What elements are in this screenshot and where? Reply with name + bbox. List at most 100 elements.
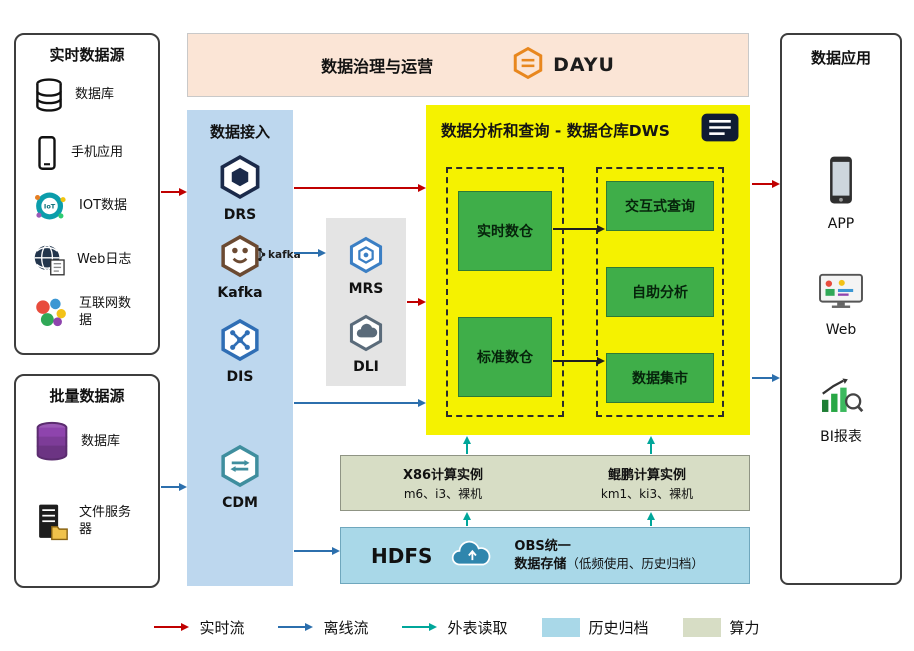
- web-monitor-icon: [818, 273, 864, 315]
- x86-compute-subtitle: m6、i3、裸机: [403, 487, 483, 501]
- database-stack-icon: [32, 420, 72, 464]
- source-item-batch-database: 数据库: [32, 420, 158, 464]
- source-item-label: 互联网数据: [79, 296, 132, 328]
- app-item-web: Web: [782, 273, 900, 338]
- source-item-label: 数据库: [75, 86, 115, 102]
- legend-item-history-archive: 历史归档: [541, 617, 649, 638]
- data-access-title: 数据接入: [209, 123, 270, 141]
- source-item-mobile-app: 手机应用: [32, 135, 158, 171]
- legend-item-external-read: 外表读取: [402, 617, 508, 638]
- legend-label: 算力: [729, 619, 760, 637]
- arrow-mrs-to-dws: [407, 301, 418, 304]
- kafka-icon: [218, 234, 262, 282]
- governance-title: 数据治理与运营: [321, 57, 434, 76]
- legend-label: 离线流: [323, 619, 369, 637]
- arrow-standard-warehouse-to-data-mart: [553, 360, 597, 363]
- dli-item: DLI: [326, 314, 406, 375]
- legend-item-compute-power: 算力: [682, 617, 760, 638]
- obs-text-block: OBS统一 数据存储（低频使用、历史归档）: [514, 538, 704, 573]
- arrow-realtime-sources-to-access: [161, 191, 179, 194]
- dws-title: 数据分析和查询 - 数据仓库DWS: [441, 122, 670, 140]
- source-item-label: Web日志: [77, 251, 132, 267]
- legend-realtime-arrow-icon: [154, 623, 190, 633]
- kunpeng-compute-subtitle: km1、ki3、裸机: [600, 487, 694, 501]
- app-item-label: APP: [827, 216, 855, 232]
- applications-title: 数据应用: [810, 49, 871, 67]
- dli-label: DLI: [353, 359, 379, 375]
- standard-warehouse-box: 标准数仓: [458, 317, 552, 397]
- access-item-label: DRS: [223, 207, 257, 223]
- kunpeng-compute: 鲲鹏计算实例 km1、ki3、裸机: [545, 456, 749, 510]
- mrs-item: MRS: [326, 236, 406, 297]
- database-icon: [32, 77, 66, 113]
- arrow-dws-to-apps-offline: [752, 377, 772, 380]
- dws-panel: 数据分析和查询 - 数据仓库DWS 实时数仓 标准数仓 交互式查询 自助分析 数…: [426, 105, 750, 435]
- dayu-logo: DAYU: [511, 46, 615, 84]
- legend-offline-arrow-icon: [278, 623, 314, 633]
- arrow-storage-to-compute-left: [466, 520, 469, 526]
- x86-compute: X86计算实例 m6、i3、裸机: [341, 456, 545, 510]
- realtime-sources-panel: 实时数据源 数据库 手机应用 IoT IOT数据 Web日志: [14, 33, 160, 355]
- internet-data-icon: [32, 295, 70, 331]
- access-item-label: DIS: [226, 369, 254, 385]
- batch-sources-title: 批量数据源: [49, 387, 125, 405]
- x86-compute-title: X86计算实例: [402, 468, 484, 483]
- legend-label: 实时流: [199, 619, 245, 637]
- obs-line1: OBS统一: [514, 538, 571, 554]
- svg-text:IoT: IoT: [44, 203, 56, 211]
- app-item-app: APP: [782, 155, 900, 232]
- realtime-warehouse-box: 实时数仓: [458, 191, 552, 271]
- arrow-storage-to-compute-right: [650, 520, 653, 526]
- self-service-analysis-box: 自助分析: [606, 267, 714, 317]
- arrow-kafka-to-mrs: [294, 252, 318, 255]
- dli-icon: [347, 314, 385, 356]
- applications-panel: 数据应用 APP Web BI报表: [780, 33, 902, 585]
- access-item-label: Kafka: [217, 285, 263, 301]
- legend-label: 外表读取: [447, 619, 508, 637]
- kunpeng-compute-title: 鲲鹏计算实例: [607, 468, 686, 483]
- mrs-dli-panel: MRS DLI: [326, 218, 406, 386]
- interactive-query-box: 交互式查询: [606, 181, 714, 231]
- app-item-bi-report: BI报表: [782, 377, 900, 446]
- source-item-iot: IoT IOT数据: [32, 189, 158, 223]
- app-item-label: Web: [825, 322, 857, 338]
- iot-icon: IoT: [32, 189, 70, 223]
- legend-history-archive-swatch: [541, 618, 580, 637]
- obs-note: （低频使用、历史归档）: [566, 555, 704, 571]
- source-item-database: 数据库: [32, 77, 158, 113]
- dis-icon: [218, 318, 262, 366]
- phone-icon: [32, 135, 62, 171]
- arrow-cdm-to-storage: [294, 550, 332, 553]
- arrow-access-to-dws-offline: [294, 402, 418, 405]
- app-item-label: BI报表: [820, 429, 862, 445]
- access-item-cdm: CDM: [187, 444, 293, 511]
- kafka-logo-badge: kafka: [257, 247, 301, 262]
- legend-external-read-arrow-icon: [402, 623, 438, 633]
- arrow-drs-to-dws: [294, 187, 418, 190]
- dayu-text: DAYU: [553, 54, 615, 76]
- bi-chart-icon: [818, 377, 864, 419]
- legend-label: 历史归档: [588, 619, 649, 637]
- realtime-sources-title: 实时数据源: [49, 46, 125, 64]
- governance-banner: 数据治理与运营 DAYU: [187, 33, 749, 97]
- arrow-batch-sources-to-access: [161, 486, 179, 489]
- globe-document-icon: [32, 243, 68, 277]
- access-item-label: CDM: [222, 495, 258, 511]
- source-item-internet-data: 互联网数据: [32, 295, 158, 331]
- compute-panel: X86计算实例 m6、i3、裸机 鲲鹏计算实例 km1、ki3、裸机: [340, 455, 750, 511]
- legend-item-realtime-flow: 实时流: [154, 617, 244, 638]
- legend: 实时流 离线流 外表读取 历史归档 算力: [0, 617, 914, 638]
- legend-compute-power-swatch: [682, 618, 721, 637]
- obs-cloud-icon: [448, 538, 498, 574]
- source-item-file-server: 文件服务器: [32, 502, 158, 542]
- obs-line2: 数据存储: [514, 556, 567, 572]
- access-item-kafka: kafka Kafka: [187, 234, 301, 301]
- batch-sources-panel: 批量数据源 数据库 文件服务器: [14, 374, 160, 588]
- source-item-label: 手机应用: [71, 144, 124, 160]
- cdm-icon: [218, 444, 262, 492]
- drs-icon: [217, 154, 263, 204]
- data-access-panel: 数据接入 DRS kafka Kafka DIS: [187, 110, 301, 586]
- source-item-label: IOT数据: [79, 197, 128, 213]
- dayu-icon: [511, 46, 545, 84]
